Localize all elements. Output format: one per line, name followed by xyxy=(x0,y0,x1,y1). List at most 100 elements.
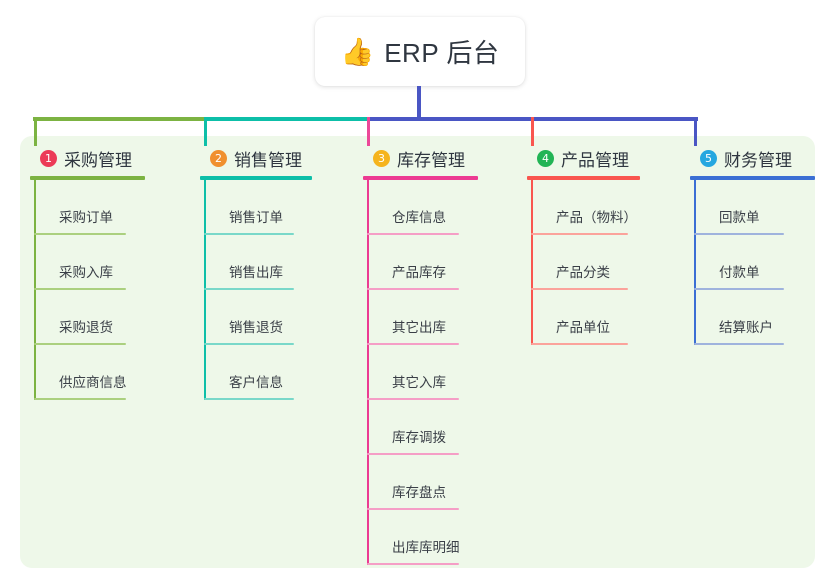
connector-green-segment xyxy=(33,117,205,121)
leaf-rule xyxy=(367,233,459,235)
badge-number-4: 4 xyxy=(537,149,554,167)
leaf-rule xyxy=(34,398,126,400)
connector-teal-segment xyxy=(205,117,368,121)
root-node[interactable]: 👍 ERP 后台 xyxy=(315,17,525,86)
leaf-label: 采购订单 xyxy=(59,210,113,225)
leaf-item[interactable]: 销售出库 xyxy=(200,235,312,290)
column-header-inventory[interactable]: 3 库存管理 xyxy=(363,146,478,170)
leaf-label: 产品分类 xyxy=(556,265,610,280)
leaf-label: 采购入库 xyxy=(59,265,113,280)
leaf-label: 客户信息 xyxy=(229,375,283,390)
leaf-label: 回款单 xyxy=(719,210,760,225)
badge-number-3: 3 xyxy=(373,149,390,167)
leaf-list-sales: 销售订单销售出库销售退货客户信息 xyxy=(200,180,312,400)
leaf-label: 仓库信息 xyxy=(392,210,446,225)
leaf-item[interactable]: 库存调拨 xyxy=(363,400,478,455)
column-header-finance[interactable]: 5 财务管理 xyxy=(690,146,815,170)
column-spine-purchase xyxy=(34,180,36,400)
leaf-item[interactable]: 其它入库 xyxy=(363,345,478,400)
column-title-finance: 财务管理 xyxy=(724,150,792,170)
leaf-item[interactable]: 销售退货 xyxy=(200,290,312,345)
column-header-rule-sales xyxy=(200,176,312,180)
connector-drop-5 xyxy=(694,117,697,146)
leaf-label: 产品单位 xyxy=(556,320,610,335)
leaf-rule xyxy=(34,233,126,235)
leaf-item[interactable]: 供应商信息 xyxy=(30,345,145,400)
diagram-panel xyxy=(20,136,815,568)
leaf-rule xyxy=(367,563,459,565)
leaf-label: 库存调拨 xyxy=(392,430,446,445)
leaf-rule xyxy=(34,288,126,290)
leaf-label: 采购退货 xyxy=(59,320,113,335)
column-title-purchase: 采购管理 xyxy=(64,150,132,170)
column-header-rule-inventory xyxy=(363,176,478,180)
leaf-rule xyxy=(367,288,459,290)
leaf-item[interactable]: 采购订单 xyxy=(30,180,145,235)
leaf-item[interactable]: 销售订单 xyxy=(200,180,312,235)
leaf-item[interactable]: 回款单 xyxy=(690,180,815,235)
leaf-item[interactable]: 仓库信息 xyxy=(363,180,478,235)
root-trunk xyxy=(417,86,421,121)
leaf-item[interactable]: 产品单位 xyxy=(527,290,640,345)
leaf-rule xyxy=(204,343,294,345)
leaf-rule xyxy=(204,398,294,400)
column-inventory: 3 库存管理仓库信息产品库存其它出库其它入库库存调拨库存盘点出库库明细 xyxy=(363,146,478,565)
leaf-label: 付款单 xyxy=(719,265,760,280)
connector-drop-2 xyxy=(204,117,207,146)
leaf-list-inventory: 仓库信息产品库存其它出库其它入库库存调拨库存盘点出库库明细 xyxy=(363,180,478,565)
leaf-item[interactable]: 产品（物料） xyxy=(527,180,640,235)
leaf-rule xyxy=(531,233,628,235)
leaf-label: 销售订单 xyxy=(229,210,283,225)
column-spine-product xyxy=(531,180,533,345)
leaf-label: 产品库存 xyxy=(392,265,446,280)
leaf-label: 结算账户 xyxy=(719,320,773,335)
connector-drop-3 xyxy=(367,117,370,146)
leaf-label: 产品（物料） xyxy=(556,210,637,225)
leaf-rule xyxy=(367,343,459,345)
leaf-rule xyxy=(34,343,126,345)
leaf-item[interactable]: 付款单 xyxy=(690,235,815,290)
column-spine-sales xyxy=(204,180,206,400)
badge-number-2: 2 xyxy=(210,149,227,167)
column-header-rule-product xyxy=(527,176,640,180)
column-finance: 5 财务管理回款单付款单结算账户 xyxy=(690,146,815,345)
leaf-item[interactable]: 产品分类 xyxy=(527,235,640,290)
column-header-purchase[interactable]: 1 采购管理 xyxy=(30,146,145,170)
leaf-rule xyxy=(694,343,784,345)
column-header-sales[interactable]: 2 销售管理 xyxy=(200,146,312,170)
leaf-list-purchase: 采购订单采购入库采购退货供应商信息 xyxy=(30,180,145,400)
connector-drop-4 xyxy=(531,117,534,146)
leaf-label: 其它出库 xyxy=(392,320,446,335)
leaf-label: 库存盘点 xyxy=(392,485,446,500)
root-title: ERP 后台 xyxy=(384,38,500,68)
leaf-item[interactable]: 结算账户 xyxy=(690,290,815,345)
leaf-rule xyxy=(367,398,459,400)
leaf-item[interactable]: 采购入库 xyxy=(30,235,145,290)
leaf-label: 销售出库 xyxy=(229,265,283,280)
leaf-rule xyxy=(531,288,628,290)
leaf-item[interactable]: 客户信息 xyxy=(200,345,312,400)
leaf-label: 其它入库 xyxy=(392,375,446,390)
leaf-rule xyxy=(694,288,784,290)
leaf-rule xyxy=(367,508,459,510)
leaf-label: 出库库明细 xyxy=(392,540,460,555)
leaf-item[interactable]: 产品库存 xyxy=(363,235,478,290)
leaf-item[interactable]: 出库库明细 xyxy=(363,510,478,565)
leaf-list-product: 产品（物料） 产品分类产品单位 xyxy=(527,180,640,345)
column-spine-inventory xyxy=(367,180,369,565)
leaf-rule xyxy=(531,343,628,345)
leaf-rule xyxy=(367,453,459,455)
column-title-inventory: 库存管理 xyxy=(397,150,465,170)
leaf-rule xyxy=(694,233,784,235)
leaf-item[interactable]: 采购退货 xyxy=(30,290,145,345)
badge-number-1: 1 xyxy=(40,149,57,167)
thumbs-up-icon: 👍 xyxy=(340,37,375,67)
leaf-item[interactable]: 其它出库 xyxy=(363,290,478,345)
column-title-sales: 销售管理 xyxy=(234,150,302,170)
badge-number-5: 5 xyxy=(700,149,717,167)
leaf-rule xyxy=(204,233,294,235)
leaf-label: 销售退货 xyxy=(229,320,283,335)
leaf-item[interactable]: 库存盘点 xyxy=(363,455,478,510)
